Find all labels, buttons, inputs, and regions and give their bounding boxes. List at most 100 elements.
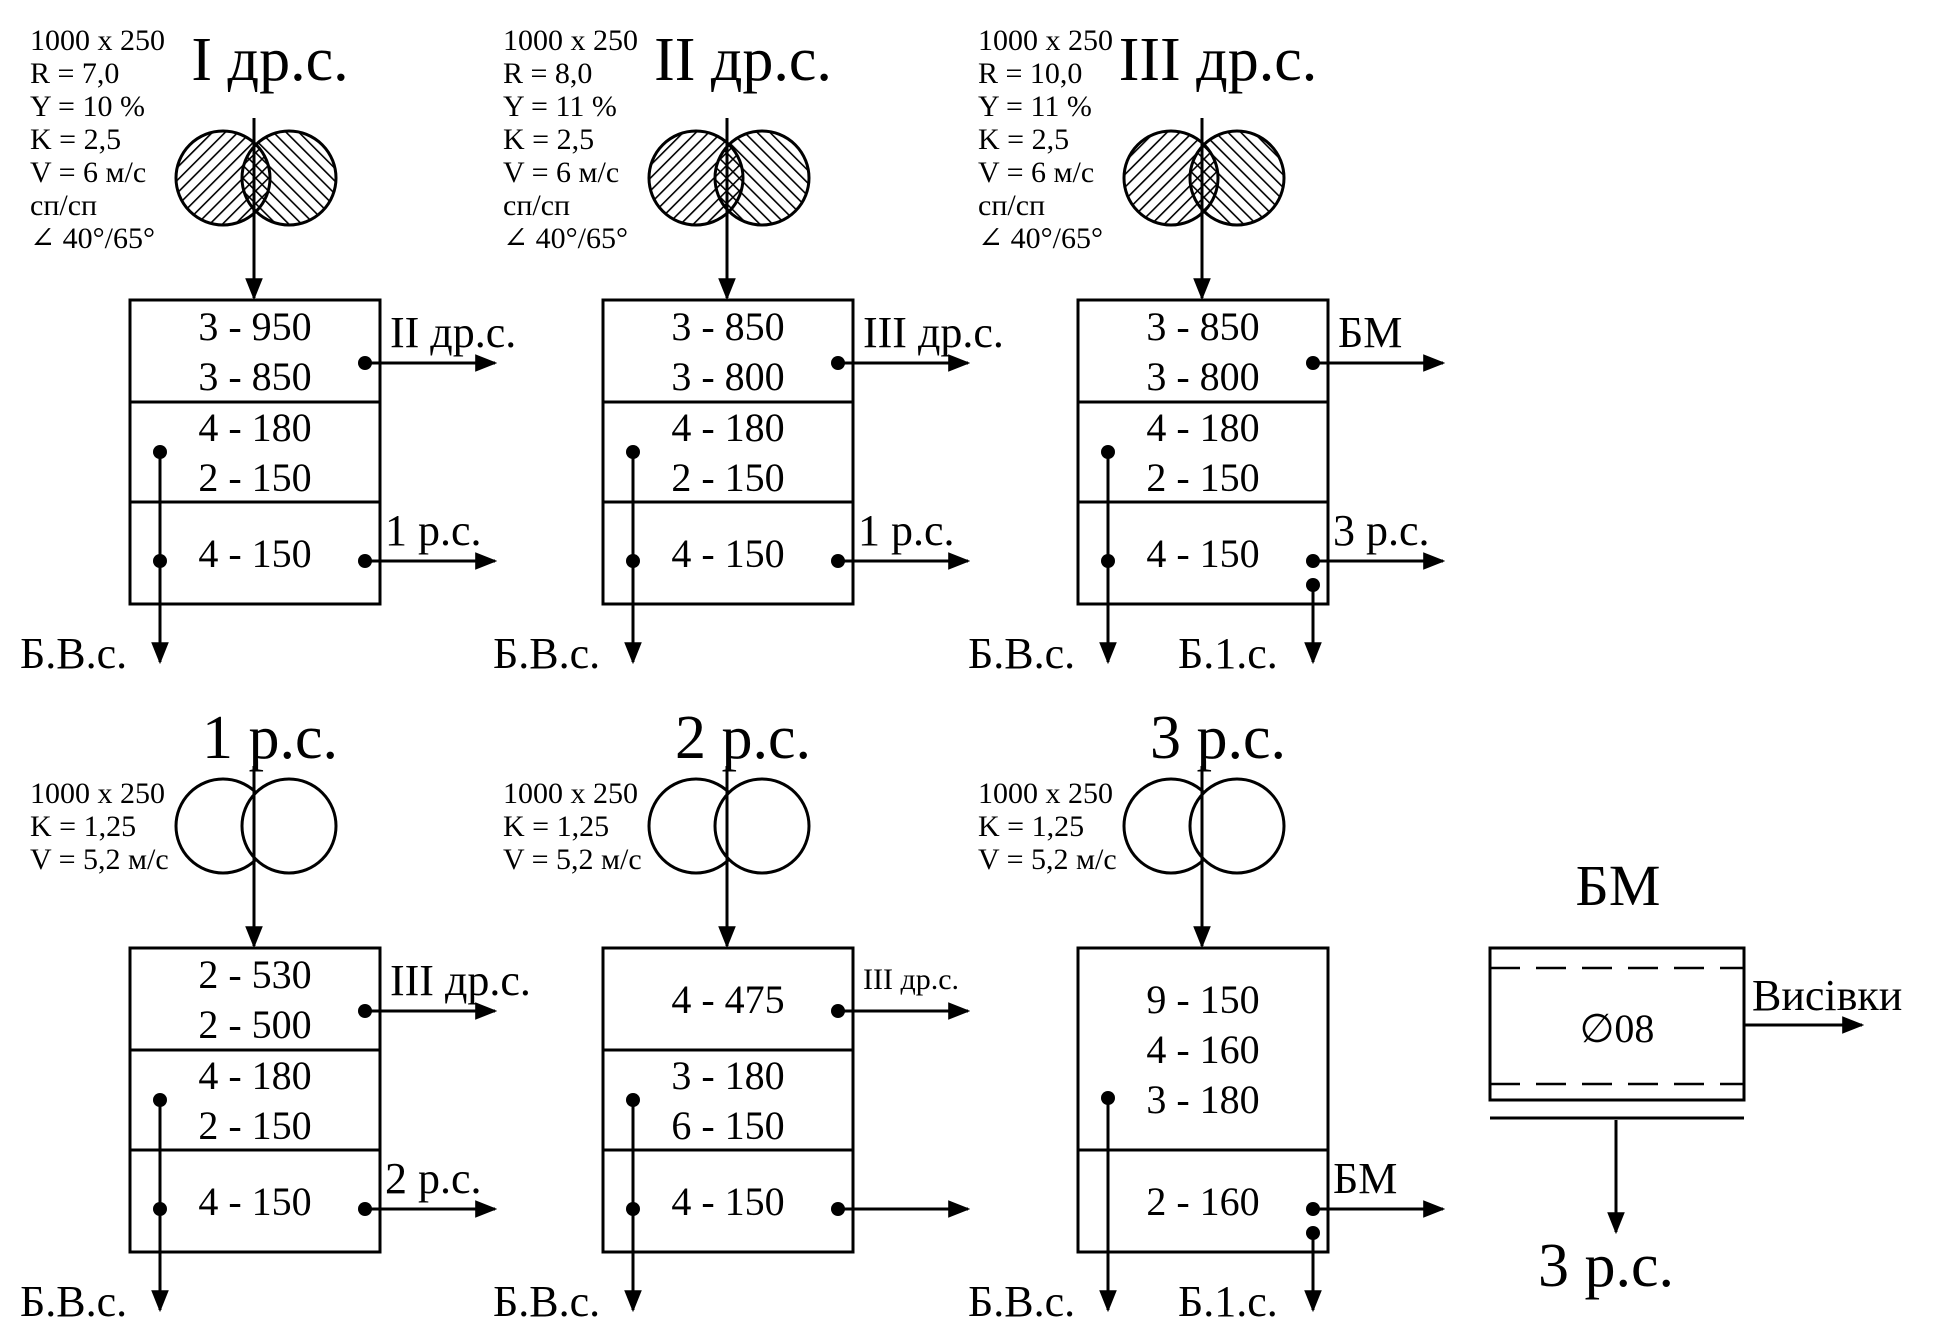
system-title: 2 р.с. — [675, 704, 811, 772]
param-line: K = 1,25 — [30, 810, 136, 843]
output-label-bottom: 2 р.с. — [385, 1154, 482, 1203]
sieve-spec: 4 - 160 — [1146, 1027, 1259, 1072]
param-line: 1000 x 250 — [978, 24, 1113, 57]
param-line: 1000 x 250 — [30, 24, 165, 57]
param-line: V = 6 м/с — [978, 156, 1094, 189]
sieve-spec: 2 - 150 — [1146, 455, 1259, 500]
sieve-spec: 2 - 150 — [198, 1103, 311, 1148]
param-line: K = 1,25 — [503, 810, 609, 843]
param-line: сп/сп — [503, 189, 570, 222]
sieve-spec: 2 - 150 — [671, 455, 784, 500]
output-label-down-left: Б.В.с. — [20, 1277, 127, 1326]
output-label-down-right: Б.1.с. — [1178, 629, 1278, 678]
param-line: V = 6 м/с — [503, 156, 619, 189]
sieve-spec: 4 - 150 — [671, 531, 784, 576]
param-line: K = 2,5 — [30, 123, 121, 156]
param-line: V = 5,2 м/с — [978, 843, 1117, 876]
smooth-roll-icon — [1188, 777, 1286, 875]
system-title: III др.с. — [1119, 26, 1318, 94]
param-line: R = 7,0 — [30, 57, 119, 90]
param-line: K = 1,25 — [978, 810, 1084, 843]
sieve-spec: 2 - 530 — [198, 952, 311, 997]
sieve-spec: 4 - 180 — [198, 1053, 311, 1098]
param-line: K = 2,5 — [503, 123, 594, 156]
output-label-bottom: 3 р.с. — [1333, 506, 1430, 555]
param-line: ∠ 40°/65° — [30, 222, 155, 255]
output-label-down: 3 р.с. — [1538, 1232, 1674, 1300]
sieve-spec: 4 - 180 — [671, 405, 784, 450]
sieve-spec: 3 - 850 — [1146, 304, 1259, 349]
grooved-roll-icon — [1188, 129, 1286, 227]
sieve-spec: 3 - 800 — [1146, 354, 1259, 399]
sifter-box — [128, 946, 382, 1254]
sieve-spec: 3 - 850 — [671, 304, 784, 349]
sieve-spec: 4 - 150 — [671, 1179, 784, 1224]
system-title: II др.с. — [654, 26, 832, 94]
sieve-spec: 2 - 500 — [198, 1002, 311, 1047]
sieve-spec: 6 - 150 — [671, 1103, 784, 1148]
sieve-spec: 9 - 150 — [1146, 977, 1259, 1022]
output-label-top: БМ — [1338, 308, 1402, 357]
sifter-box — [1076, 946, 1330, 1254]
sieve-spec: 3 - 850 — [198, 354, 311, 399]
output-label-down-left: Б.В.с. — [968, 1277, 1075, 1326]
sifter-box — [1076, 298, 1330, 606]
sieve-spec: 4 - 150 — [198, 531, 311, 576]
param-line: R = 8,0 — [503, 57, 592, 90]
output-label-down-left: Б.В.с. — [493, 1277, 600, 1326]
system-title: 1 р.с. — [202, 704, 338, 772]
param-line: сп/сп — [30, 189, 97, 222]
output-label-down-right: Б.1.с. — [1178, 1277, 1278, 1326]
param-line: ∠ 40°/65° — [503, 222, 628, 255]
output-label-down-left: Б.В.с. — [968, 629, 1075, 678]
output-label-top: II др.с. — [390, 308, 516, 357]
param-line: R = 10,0 — [978, 57, 1082, 90]
sieve-spec: 3 - 950 — [198, 304, 311, 349]
sieve-spec: 2 - 150 — [198, 455, 311, 500]
smooth-roll-icon — [713, 777, 811, 875]
param-line: Y = 10 % — [30, 90, 145, 123]
bm-sieve-label: ∅08 — [1580, 1006, 1655, 1051]
sieve-spec: 3 - 180 — [671, 1053, 784, 1098]
sieve-spec: 4 - 475 — [671, 977, 784, 1022]
sieve-spec: 4 - 150 — [198, 1179, 311, 1224]
param-line: Y = 11 % — [503, 90, 617, 123]
param-line: V = 6 м/с — [30, 156, 146, 189]
output-label-top: III др.с. — [390, 956, 531, 1005]
output-label-top: III др.с. — [863, 308, 1004, 357]
output-label-down-left: Б.В.с. — [20, 629, 127, 678]
param-line: 1000 x 250 — [30, 777, 165, 810]
param-line: ∠ 40°/65° — [978, 222, 1103, 255]
output-label-bottom: 1 р.с. — [858, 506, 955, 555]
param-line: сп/сп — [978, 189, 1045, 222]
system-title: 3 р.с. — [1150, 704, 1286, 772]
grooved-roll-icon — [713, 129, 811, 227]
param-line: V = 5,2 м/с — [30, 843, 169, 876]
param-line: 1000 x 250 — [503, 24, 638, 57]
bm-title: БМ — [1576, 853, 1661, 918]
param-line: K = 2,5 — [978, 123, 1069, 156]
system-title: I др.с. — [191, 26, 348, 94]
sieve-spec: 2 - 160 — [1146, 1179, 1259, 1224]
grooved-roll-icon — [240, 129, 338, 227]
sieve-spec: 3 - 180 — [1146, 1077, 1259, 1122]
param-line: Y = 11 % — [978, 90, 1092, 123]
param-line: 1000 x 250 — [978, 777, 1113, 810]
output-label-right: Висівки — [1752, 971, 1902, 1020]
bran-machine: БМ ∅08 Висівки 3 р.с. — [1488, 853, 1902, 1300]
output-label-bottom: БМ — [1333, 1154, 1397, 1203]
sifter-box — [601, 298, 855, 606]
sieve-spec: 4 - 180 — [198, 405, 311, 450]
param-line: V = 5,2 м/с — [503, 843, 642, 876]
sieve-spec: 4 - 180 — [1146, 405, 1259, 450]
sifter-box — [128, 298, 382, 606]
output-label-top: III др.с. — [863, 963, 959, 996]
